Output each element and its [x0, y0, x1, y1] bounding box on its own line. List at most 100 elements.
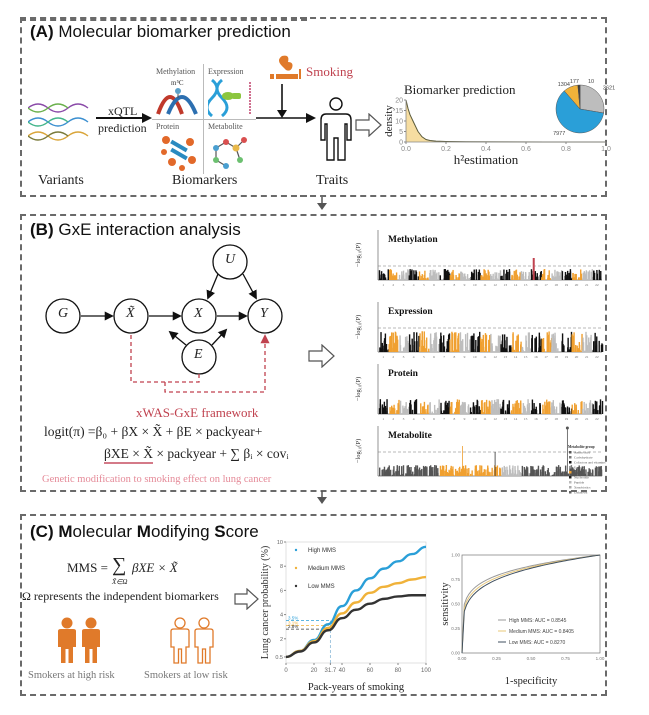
- snp-point: [476, 399, 478, 414]
- snp-point: [440, 410, 443, 414]
- snp-point: [406, 342, 409, 352]
- snp-point: [477, 346, 479, 352]
- node-g: [45, 298, 81, 334]
- snp-point: [535, 338, 537, 352]
- snp-point: [437, 410, 439, 414]
- snp-point: [496, 399, 498, 414]
- snp-point: [571, 404, 573, 414]
- snp-point: [461, 404, 463, 414]
- snp-point: [573, 332, 575, 352]
- snp-point: [478, 412, 481, 414]
- snp-point: [502, 400, 504, 414]
- chromosome-points: [439, 332, 451, 352]
- snp-point: [484, 270, 486, 280]
- snp-point: [598, 405, 601, 414]
- chromosome-label: 12: [493, 417, 497, 421]
- snp-point: [500, 344, 502, 352]
- snp-point: [600, 344, 603, 352]
- snp-point: [524, 408, 526, 414]
- chromosome-label: 7: [443, 355, 445, 359]
- snp-point: [582, 350, 584, 352]
- snp-point: [401, 275, 404, 280]
- snp-point: [410, 404, 412, 414]
- snp-point: [438, 399, 440, 414]
- chromosome-points: [398, 269, 410, 280]
- snp-point: [516, 474, 518, 476]
- snp-point: [383, 401, 386, 414]
- snp-point: [395, 332, 397, 352]
- variants-label: Variants: [38, 173, 84, 188]
- legend-label: Medium MMS: AUC = 0.8405: [509, 629, 574, 635]
- snp-point: [478, 406, 480, 414]
- chromosome-label: 17: [544, 283, 548, 287]
- equation-rest: × packyear + ∑ βᵢ × covᵢ: [156, 446, 289, 461]
- low-risk-label: Smokers at low risk: [144, 670, 228, 681]
- snp-point: [395, 276, 397, 280]
- snp-point: [548, 472, 550, 476]
- logit-equation-line1: logit(π) =β₀ + βX × X̃ + βE × packyear+: [44, 424, 263, 439]
- chromosome-points: [551, 332, 563, 352]
- snp-point: [564, 271, 567, 280]
- snp-point: [488, 339, 490, 352]
- x-tick-label: 0.0: [401, 146, 411, 153]
- node-g-label: G: [58, 306, 69, 321]
- snp-point: [572, 335, 574, 352]
- snp-point: [413, 332, 415, 352]
- chromosome-points: [530, 399, 541, 414]
- snp-point: [591, 403, 594, 414]
- snp-point: [418, 335, 420, 352]
- snp-point: [553, 405, 555, 414]
- snp-point: [534, 278, 536, 280]
- snp-point: [381, 405, 384, 414]
- snp-point: [389, 271, 392, 280]
- manhattan-ylabel: −log₁₀(P): [355, 377, 362, 401]
- chromosome-label: 21: [585, 417, 589, 421]
- chromosome-label: 1: [382, 355, 384, 359]
- snp-point: [532, 412, 534, 414]
- manhattan-ylabel: −log₁₀(P): [355, 315, 362, 339]
- x-tick-label: 0: [284, 668, 288, 674]
- chromosome-label: 4: [413, 417, 415, 421]
- chromosome-points: [542, 399, 551, 414]
- snp-point: [569, 271, 572, 280]
- snp-point: [382, 469, 384, 476]
- snp-point: [473, 407, 476, 414]
- chromosome-points: [491, 465, 502, 476]
- chromosome-label: 17: [544, 417, 548, 421]
- snp-point: [527, 407, 530, 414]
- snp-point: [571, 277, 573, 280]
- manhattan-title: Methylation: [388, 235, 438, 245]
- snp-point: [414, 400, 417, 414]
- snp-point: [425, 409, 427, 414]
- chromosome-points: [591, 466, 603, 476]
- snp-point: [450, 277, 452, 280]
- snp-point: [551, 402, 553, 414]
- snp-point: [435, 332, 437, 352]
- snp-point: [572, 272, 574, 280]
- panel-c-title-text: Molecular Modifying Score: [58, 522, 259, 541]
- snp-point: [472, 402, 475, 414]
- snp-point: [537, 276, 539, 280]
- snp-point: [420, 471, 423, 476]
- chromosome-label: 12: [493, 355, 497, 359]
- dna-variants-icon: [28, 103, 89, 141]
- down-arrow-a-b: [317, 197, 327, 210]
- snp-point: [601, 400, 604, 414]
- snp-point: [389, 276, 391, 280]
- snp-point: [462, 339, 464, 352]
- snp-point: [384, 333, 387, 352]
- snp-point: [503, 269, 505, 280]
- chromosome-points: [479, 333, 492, 352]
- snp-point: [505, 348, 507, 352]
- snp-point: [452, 274, 455, 280]
- snp-point: [434, 274, 436, 280]
- snp-point: [516, 400, 518, 414]
- snp-point: [429, 466, 431, 476]
- expression-icon: [208, 78, 251, 118]
- chromosome-label: 1: [382, 417, 384, 421]
- snp-point: [485, 399, 488, 414]
- snp-point: [508, 474, 510, 476]
- snp-point: [482, 276, 484, 280]
- chromosome-points: [500, 334, 512, 352]
- snp-point: [462, 465, 465, 476]
